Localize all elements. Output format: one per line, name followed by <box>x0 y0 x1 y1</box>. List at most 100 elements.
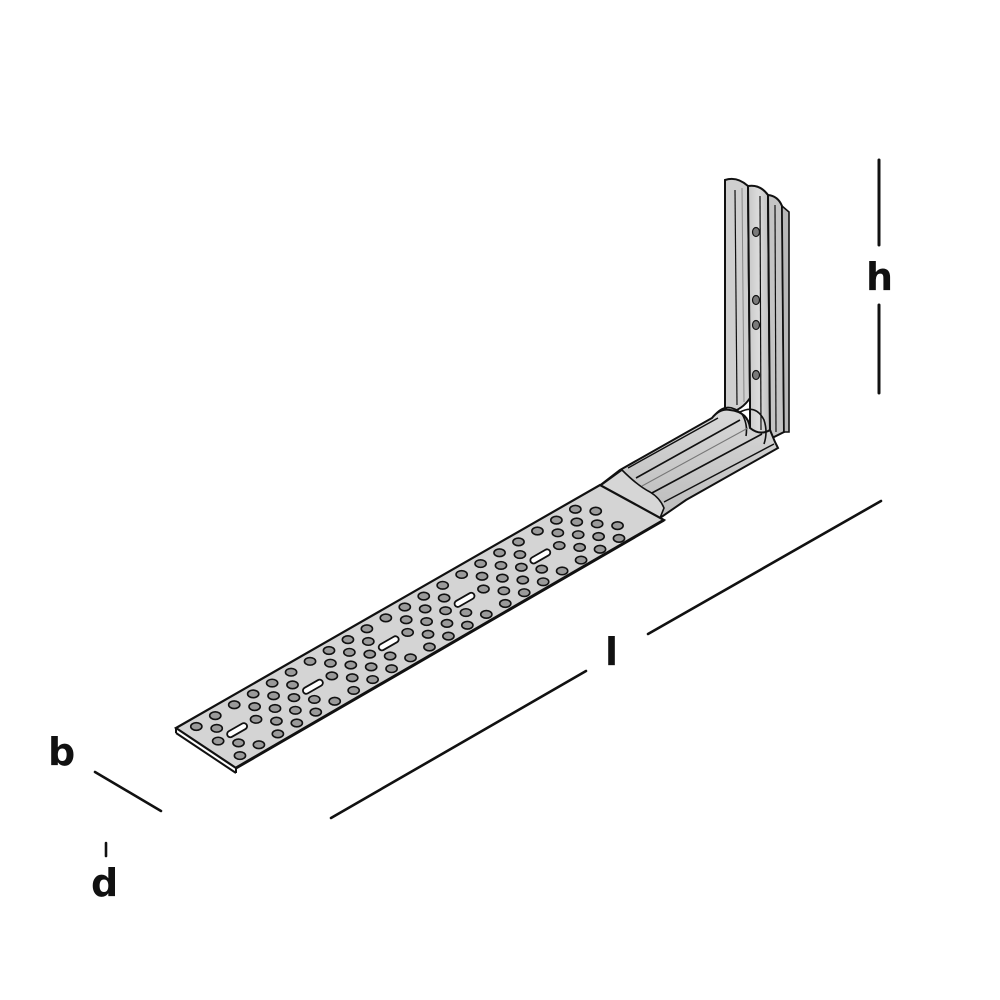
round-hole <box>345 673 359 683</box>
round-hole <box>590 519 604 529</box>
round-hole <box>531 526 544 536</box>
dimension-l <box>329 499 883 820</box>
round-hole <box>440 618 454 629</box>
round-hole <box>517 588 531 598</box>
round-hole <box>439 606 452 616</box>
vertical-leg <box>724 177 790 440</box>
round-hole <box>570 517 584 527</box>
round-hole <box>512 537 525 547</box>
dimension-label-h: h <box>866 255 894 299</box>
slot-hole <box>453 591 476 608</box>
round-hole <box>385 664 398 674</box>
round-hole <box>246 689 260 699</box>
round-hole <box>493 548 506 558</box>
round-hole <box>455 569 469 580</box>
slot-hole <box>226 722 248 739</box>
leg-holes <box>751 226 761 381</box>
round-hole <box>361 636 375 647</box>
round-hole <box>286 680 299 690</box>
round-hole <box>248 702 262 712</box>
perforation-holes <box>189 504 626 761</box>
round-hole <box>516 575 530 585</box>
round-hole <box>420 616 434 627</box>
round-hole <box>344 660 358 670</box>
round-hole <box>401 627 415 638</box>
round-hole <box>328 696 342 706</box>
round-hole <box>267 691 280 701</box>
round-hole <box>423 642 436 652</box>
round-hole <box>249 714 263 724</box>
round-hole <box>341 635 355 645</box>
round-hole <box>555 566 569 576</box>
round-hole <box>568 504 582 514</box>
round-hole <box>498 598 512 609</box>
round-hole <box>189 721 203 732</box>
round-hole <box>271 729 285 739</box>
slot-hole <box>302 678 324 695</box>
perforated-plate <box>173 483 667 774</box>
round-hole <box>404 653 417 663</box>
round-hole <box>497 586 511 596</box>
round-hole <box>208 711 222 721</box>
ribbed-transition <box>596 406 780 520</box>
round-hole <box>360 624 374 634</box>
round-hole <box>460 620 474 630</box>
round-hole <box>232 738 245 748</box>
round-hole <box>307 694 321 705</box>
round-hole <box>421 629 435 639</box>
round-hole <box>287 692 301 703</box>
round-hole <box>549 515 563 525</box>
round-hole <box>265 678 279 688</box>
round-hole <box>536 577 550 587</box>
round-hole <box>442 631 455 641</box>
round-hole <box>494 560 508 571</box>
round-hole <box>290 718 304 728</box>
round-hole <box>437 593 451 603</box>
dimension-label-b: b <box>48 730 76 774</box>
slot-hole <box>377 635 400 652</box>
round-hole <box>551 528 565 538</box>
round-hole <box>514 562 528 572</box>
round-hole <box>322 645 336 656</box>
round-hole <box>513 549 527 560</box>
round-hole <box>324 658 337 668</box>
round-hole <box>398 602 412 612</box>
round-hole <box>496 573 509 583</box>
round-hole <box>589 506 603 516</box>
round-hole <box>399 615 413 625</box>
dimension-b <box>93 770 163 813</box>
round-hole <box>477 584 490 594</box>
round-hole <box>303 656 317 666</box>
round-hole <box>573 542 587 552</box>
round-hole <box>270 716 283 726</box>
dimension-label-d: d <box>91 861 119 905</box>
round-hole <box>342 647 356 657</box>
round-hole <box>611 521 624 531</box>
round-hole <box>383 651 397 661</box>
round-hole <box>211 736 225 746</box>
round-hole <box>417 591 431 601</box>
round-hole <box>612 533 626 543</box>
round-hole <box>288 705 302 715</box>
round-hole <box>347 685 361 696</box>
round-hole <box>227 700 241 710</box>
round-hole <box>363 649 377 659</box>
round-hole <box>210 723 224 733</box>
round-hole <box>252 740 266 750</box>
round-hole <box>268 703 282 714</box>
round-hole <box>366 674 380 685</box>
round-hole <box>535 564 549 574</box>
round-hole <box>592 531 606 542</box>
round-hole <box>436 580 450 590</box>
round-hole <box>479 609 493 619</box>
round-hole <box>574 555 588 565</box>
round-hole <box>233 750 247 761</box>
dimension-label-l: l <box>605 630 619 674</box>
round-hole <box>552 540 566 551</box>
round-hole <box>418 604 432 614</box>
round-hole <box>474 558 487 569</box>
round-hole <box>325 671 339 681</box>
round-hole <box>459 607 473 618</box>
round-hole <box>379 613 393 623</box>
